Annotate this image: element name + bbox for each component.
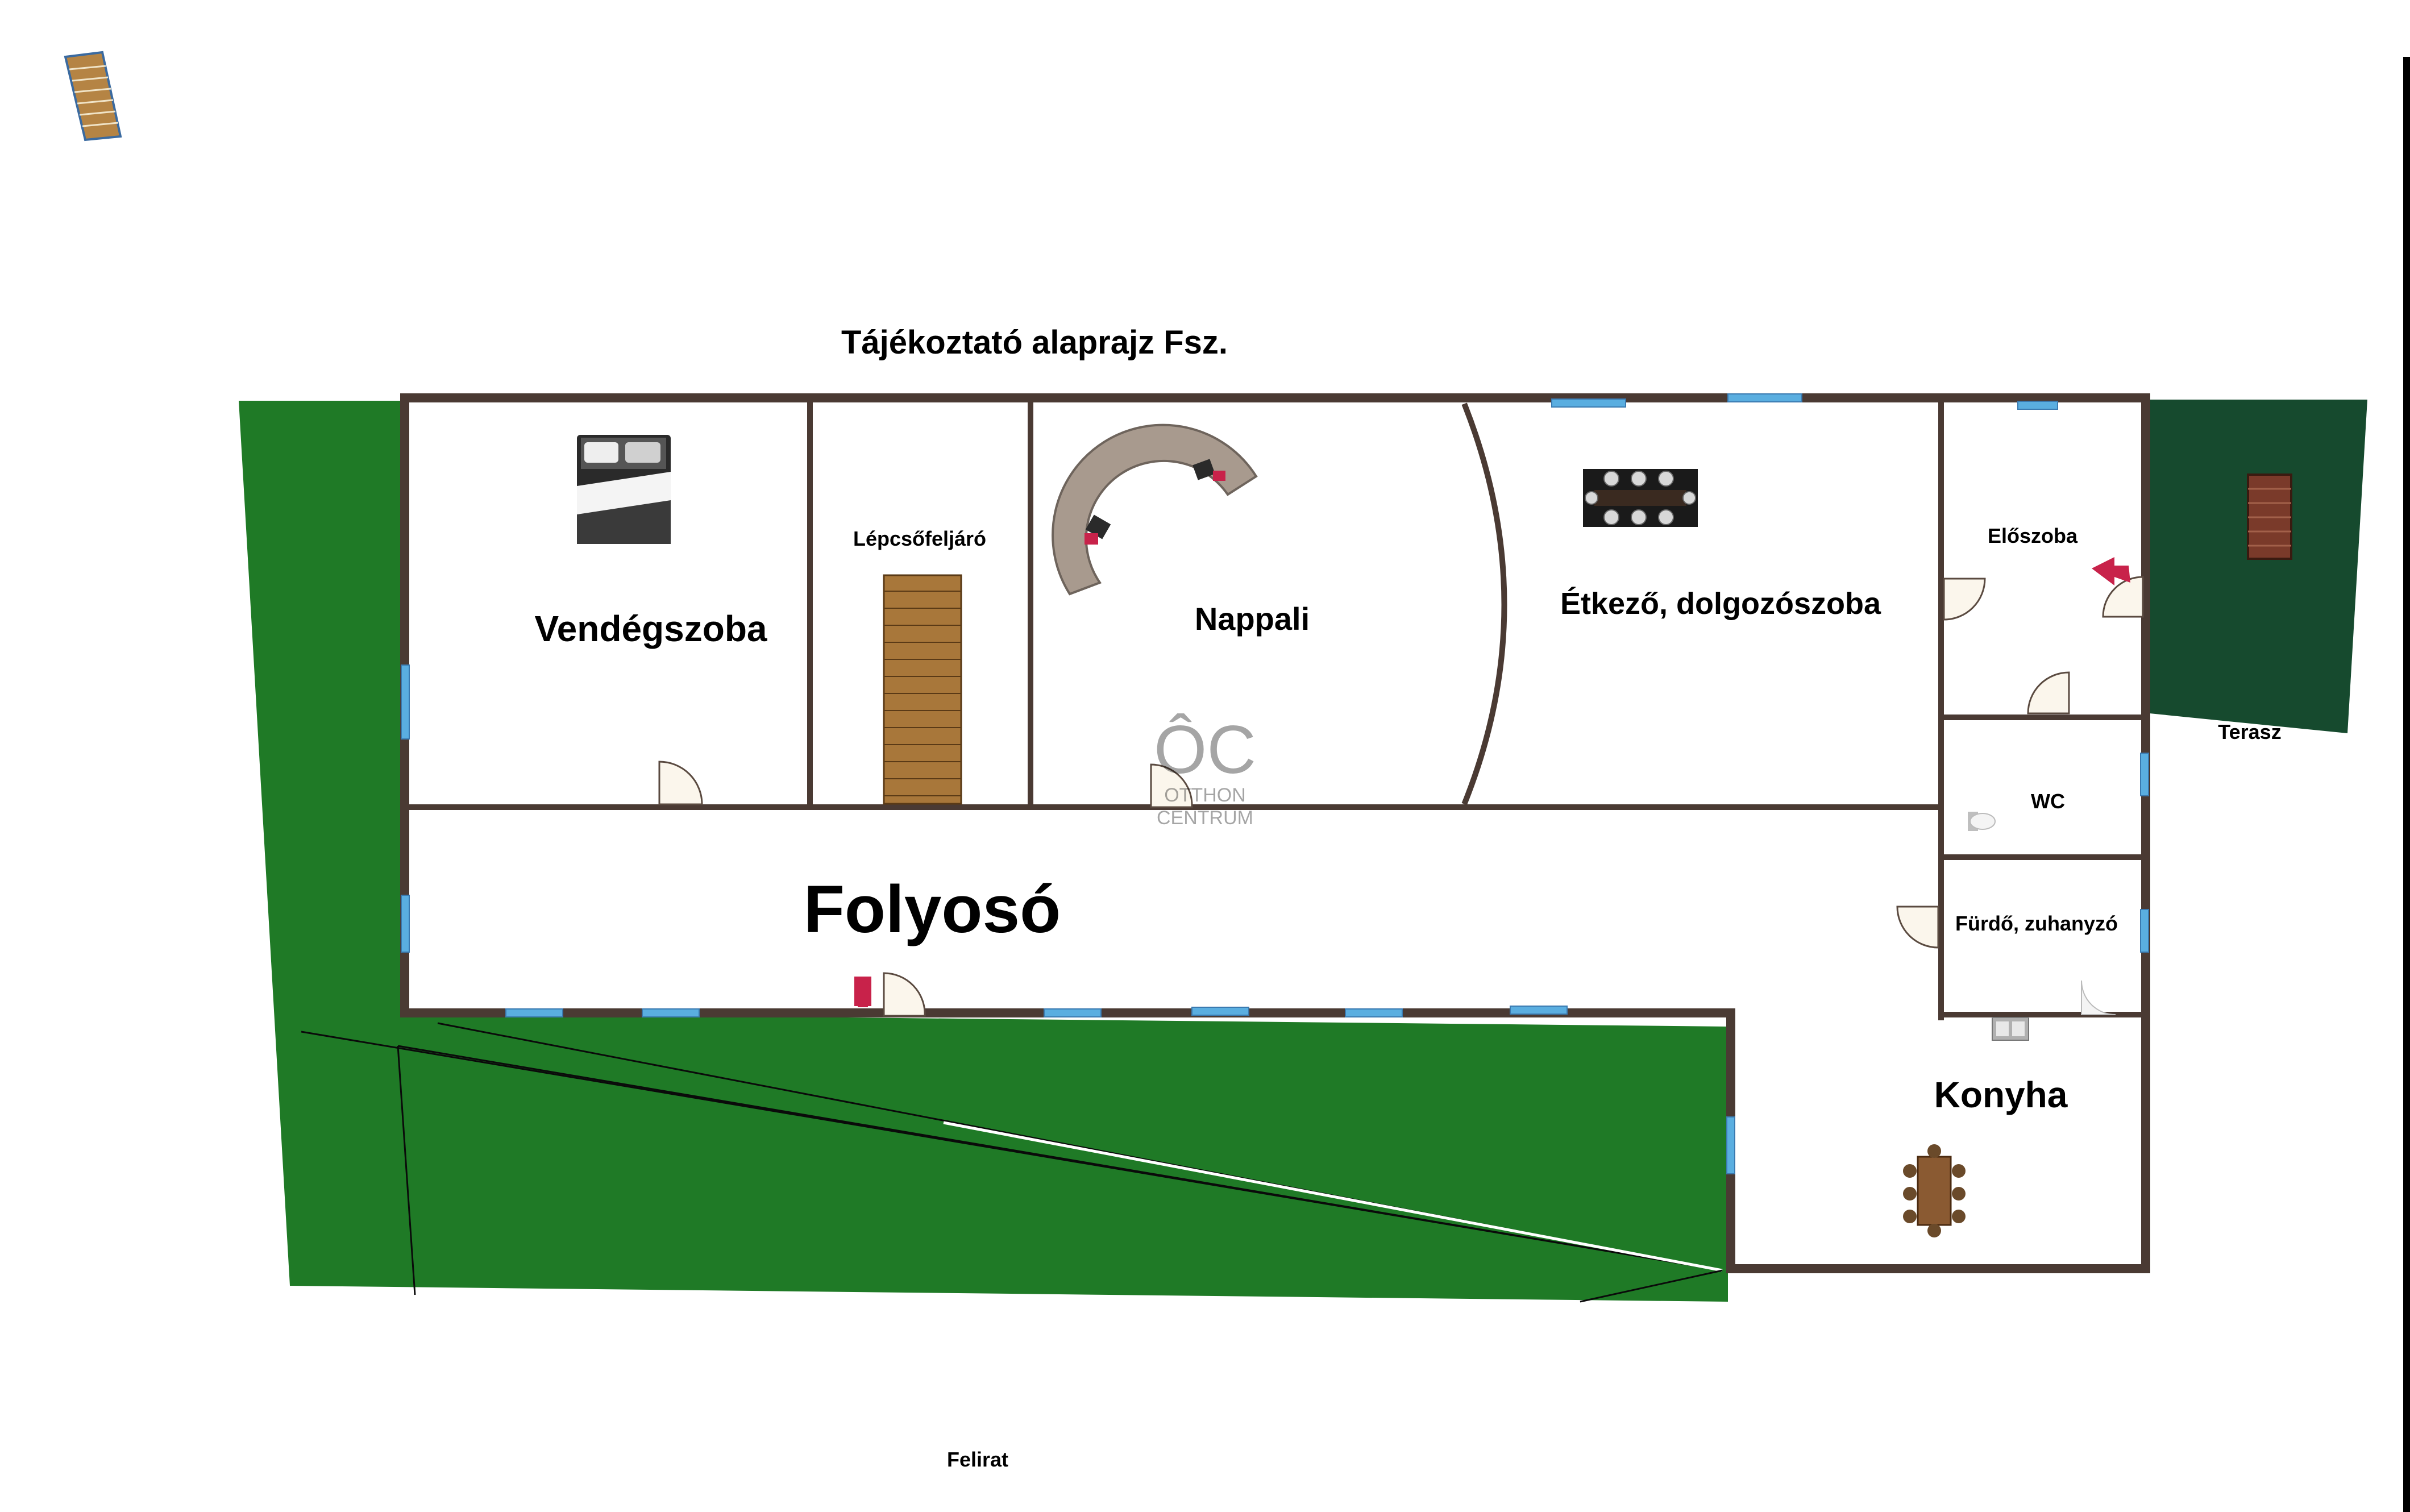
bed-icon (577, 435, 671, 544)
sink-icon (1992, 1017, 2029, 1041)
page-edge-bar (2403, 57, 2410, 1512)
toilet-icon (1968, 812, 1996, 831)
entry-arrow-icon (846, 977, 871, 1007)
kitchen-table-icon (1903, 1144, 1966, 1237)
plan-caption: Felirat (947, 1448, 1008, 1471)
room-label-wc: WC (2031, 790, 2065, 813)
dining-table-icon (1583, 469, 1698, 527)
sofa-icon (1052, 423, 1258, 596)
room-label-furdo: Fürdő, zuhanyzó (1955, 912, 2118, 935)
garden-area (239, 401, 1728, 1303)
stairs-thumbnail-icon (64, 51, 122, 142)
room-label-konyha: Konyha (1934, 1074, 2068, 1115)
watermark-line1: OTTHON (1164, 784, 1246, 806)
room-label-nappali: Nappali (1195, 601, 1310, 637)
windows (401, 393, 2149, 1174)
watermark-line2: CENTRUM (1157, 807, 1253, 829)
entrance-arrow-icon (2092, 557, 2130, 585)
watermark-logo: ÔC (1154, 712, 1256, 788)
otthon-centrum-watermark: ÔC OTTHON CENTRUM (1154, 712, 1256, 829)
room-label-etkezo: Étkező, dolgozószoba (1560, 587, 1881, 621)
room-label-terasz: Terasz (2218, 720, 2281, 743)
doors (658, 576, 2144, 1017)
room-label-vendegszoba: Vendégszoba (535, 608, 767, 649)
shower-icon (2081, 980, 2116, 1015)
room-label-folyoso: Folyosó (804, 872, 1061, 947)
terrace-area (2150, 400, 2367, 733)
stairs-icon (883, 574, 962, 805)
plan-title: Tájékoztató alaprajz Fsz. (841, 324, 1228, 361)
room-label-eloszoba: Előszoba (1988, 524, 2078, 547)
room-label-lepcso: Lépcsőfeljáró (853, 527, 986, 550)
